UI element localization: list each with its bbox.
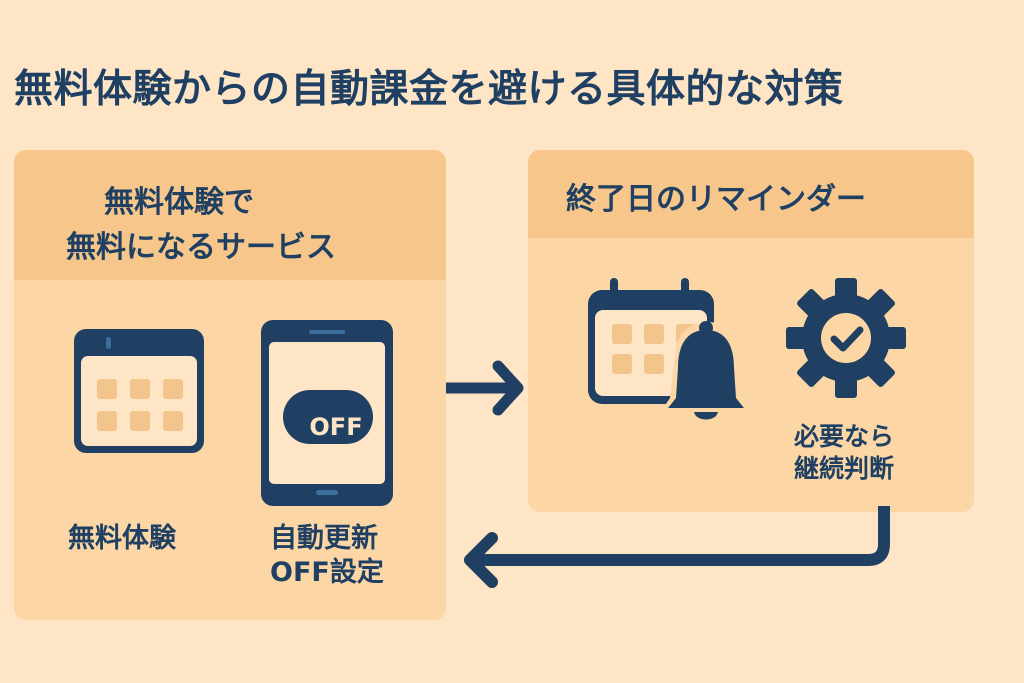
free-trial-panel-header: 無料体験で 無料になるサービス [14, 150, 446, 280]
arrow-right-icon [446, 360, 524, 416]
continue-decision-label-line1: 必要なら [794, 422, 895, 451]
calendar-bell-icon [588, 278, 750, 420]
free-trial-heading-line2: 無料になるサービス [66, 230, 336, 265]
auto-renew-label-line1: 自動更新 [270, 523, 378, 554]
auto-renew-label-line2: OFF設定 [270, 557, 384, 588]
calendar-icon [74, 329, 204, 453]
off-badge: OFF [309, 413, 363, 441]
tablet-off-icon [261, 320, 393, 506]
reminder-panel-header: 終了日のリマインダー [528, 150, 974, 238]
arrow-return-icon [464, 506, 890, 588]
free-trial-heading-line1: 無料体験で [104, 185, 254, 220]
reminder-panel: 終了日のリマインダー 必要なら 継続判 [528, 150, 974, 512]
page-title: 無料体験からの自動課金を避ける具体的な対策 [14, 67, 844, 112]
free-trial-panel: 無料体験で 無料になるサービス OFF 無料体験 自動更新 OFF設定 [14, 150, 446, 620]
free-trial-label: 無料体験 [68, 523, 176, 554]
reminder-heading: 終了日のリマインダー [566, 182, 866, 217]
gear-check-icon [786, 278, 906, 398]
continue-decision-label-line2: 継続判断 [794, 454, 895, 483]
